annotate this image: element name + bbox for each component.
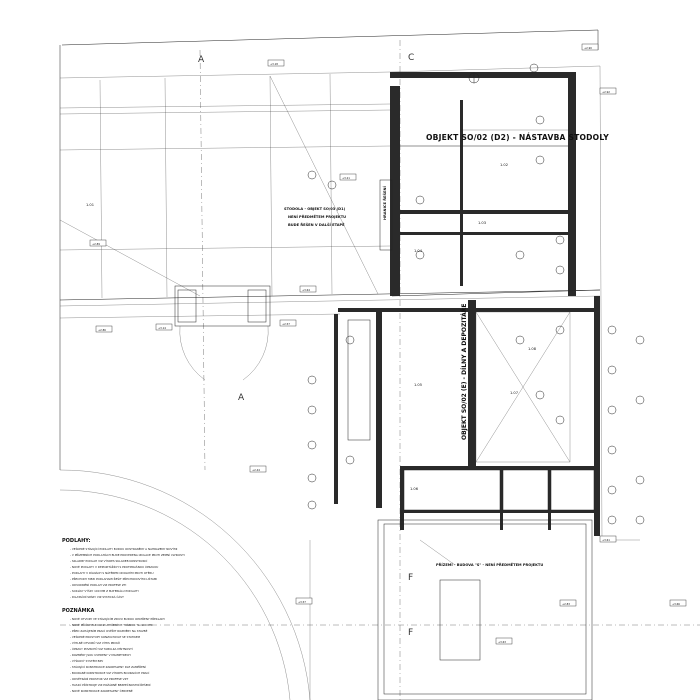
object-so03-line2: NENÍ PŘEDMĚTEM PROJEKTU xyxy=(288,214,346,219)
grid-label-f: F xyxy=(408,573,413,583)
level-tag: +3.14 xyxy=(155,323,173,331)
object-so03-line3: BUDE ŘEŠEN V DALŠÍ ETAPĚ xyxy=(288,222,345,227)
note-line: - HASICÍ PŘÍSTROJE VIZ POŽÁRNĚ BEZPEČNOS… xyxy=(70,682,151,687)
grid-label-a: A xyxy=(198,55,205,65)
level-tag: +3.57 xyxy=(295,597,313,605)
svg-text:+3.14: +3.14 xyxy=(158,326,166,330)
note-line: - PODLAHY V DÍLNÁCH S NÁTĚREM ODOLNÝM PR… xyxy=(70,570,154,575)
svg-text:+3.63: +3.63 xyxy=(498,640,506,644)
note-line: - NOVÉ KONSTRUKCE ZAKRESLENY ČERVENĚ xyxy=(70,688,133,693)
room-label-1-07: 1.07 xyxy=(510,391,518,395)
level-tag: +3.63 xyxy=(495,637,513,645)
grid-label-f2: F xyxy=(408,628,413,638)
note-line: - PŘECHODY MEZI PODLAHAMI ŘEŠIT PŘECHODO… xyxy=(70,576,157,581)
note-line: - VÝŠKOVÝ SYSTÉM BPV xyxy=(70,658,103,663)
room-label-1-03: 1.03 xyxy=(478,221,486,225)
room-label-1-01: 1.01 xyxy=(86,203,94,207)
note-line: - DILATAČNÍ SPÁRY VIZ STATICKÁ ČÁST xyxy=(70,594,124,599)
notes-remarks-title: POZNÁMKA xyxy=(62,607,94,614)
svg-text:+2.86: +2.86 xyxy=(98,328,106,332)
object-so02-d2-title: OBJEKT SO/02 (D2) - NÁSTAVBA STODOLY xyxy=(426,133,609,142)
object-so02-e-title: OBJEKT SO/02 (E) - DÍLNY A DEPOZITÁŘE xyxy=(460,303,468,440)
level-tag: +3.18 xyxy=(267,59,285,67)
note-line: - ODVĚTRÁNÍ PROSTOR VIZ PROFESE VZT xyxy=(70,676,129,681)
room-label-1-04: 1.04 xyxy=(414,249,423,253)
note-line: - PŘED ZAHÁJENÍM PRACÍ OVĚŘIT ROZMĚRY NA… xyxy=(70,628,148,633)
level-tag: +2.90 xyxy=(581,43,599,51)
level-tag: +3.61 xyxy=(599,535,617,543)
note-line: - SOKLÍKY VÝŠKY 100 MM Z MATERIÁLU PODLA… xyxy=(70,588,139,593)
note-line: - V PŘÍZEMNÍCH PODLAHÁCH BUDE PROVEDENA … xyxy=(70,552,185,557)
svg-text:+3.57: +3.57 xyxy=(298,600,306,604)
room-numbers: 1.01 1.02 1.03 1.04 1.05 1.06 1.07 1.08 xyxy=(86,163,537,491)
svg-text:+3.64: +3.64 xyxy=(302,288,310,292)
grid-label-a2: A xyxy=(238,393,245,403)
svg-text:+3.61: +3.61 xyxy=(602,538,610,542)
level-tag: +2.92 xyxy=(599,87,617,95)
note-line: - NOVÉ OTVORY VE STÁVAJÍCÍM ZDIVU BUDOU … xyxy=(70,616,165,621)
building-so02-e xyxy=(334,296,600,700)
svg-text:+2.83: +2.83 xyxy=(562,602,570,606)
svg-text:+3.66: +3.66 xyxy=(672,602,680,606)
note-line: - VEŠKERÉ PROSTUPY KONZULTOVAT SE STATIK… xyxy=(70,634,141,639)
grid-axes: A C A F F xyxy=(60,40,700,700)
room-label-1-05: 1.05 xyxy=(414,383,422,387)
note-line: - STÁVAJÍCÍ KONSTRUKCE ZAKRESLENY DLE ZA… xyxy=(70,664,146,669)
svg-text:+2.44: +2.44 xyxy=(252,468,260,472)
level-tag: +2.83 xyxy=(559,599,577,607)
section-arrow xyxy=(468,63,539,84)
object-so03-line1: STODOLA - OBJEKT SO/03 (D1) xyxy=(284,207,346,211)
room-label-1-02: 1.02 xyxy=(500,163,508,167)
svg-text:+2.57: +2.57 xyxy=(282,322,290,326)
note-line: - VEŠKERÉ STÁVAJÍCÍ PODLAHY BUDOU ODSTRA… xyxy=(70,546,177,551)
note-line: - VÝPLNĚ OTVORŮ VIZ VÝPIS PRVKŮ xyxy=(70,640,120,645)
level-tag: +3.21 xyxy=(339,173,357,181)
svg-text:+3.18: +3.18 xyxy=(270,62,278,66)
building-so02-d2 xyxy=(379,72,601,297)
notes-block: PODLAHY: - VEŠKERÉ STÁVAJÍCÍ PODLAHY BUD… xyxy=(62,538,185,693)
note-line: - NOVÉ PODLAHY V DEPOZITÁŘÍCH S PROTIPRA… xyxy=(70,564,158,569)
level-tags: +2.90 +3.18 +2.92 +2.89 +2.86 +3.14 +2.5… xyxy=(89,43,687,645)
level-tag: +3.64 xyxy=(299,285,317,293)
detail-markers xyxy=(307,115,645,525)
notes-floors-title: PODLAHY: xyxy=(62,538,91,544)
svg-text:+2.90: +2.90 xyxy=(584,46,592,50)
level-tag: +3.66 xyxy=(669,599,687,607)
room-label-1-08: 1.08 xyxy=(528,347,537,351)
note-line: - NOVÉ PŘÍČKY BUDOU Z LEHČENÝCH TVÁRNIC … xyxy=(70,622,153,627)
level-tag: +2.86 xyxy=(95,325,113,333)
note-line: - SKLADBY PODLAH VIZ VÝKRES SKLADEB KONS… xyxy=(70,558,147,563)
level-tag: +2.89 xyxy=(89,239,107,247)
note-line: - ROZMĚRY JSOU UVEDENY V MILIMETRECH xyxy=(70,652,131,657)
svg-text:+2.89: +2.89 xyxy=(92,242,100,246)
barn-so03 xyxy=(59,73,391,700)
level-tag: +2.44 xyxy=(249,465,267,473)
object-titles: OBJEKT SO/02 (D2) - NÁSTAVBA STODOLY STO… xyxy=(284,133,609,567)
room-label-1-06: 1.06 xyxy=(410,487,419,491)
level-tag: +2.57 xyxy=(279,319,297,327)
note-line: - BOURANÉ KONSTRUKCE VIZ VÝKRES BOURACÍC… xyxy=(70,670,149,675)
boundary-label: HRANICE ŘEŠENÍ xyxy=(382,185,387,220)
svg-text:+3.21: +3.21 xyxy=(342,176,350,180)
note-line: - ODVODNĚNÍ PODLAH VIZ PROFESE ZTI xyxy=(70,582,126,587)
grid-label-c: C xyxy=(408,53,414,63)
building-s-label: PŘÍZEMÍ - BUDOVA "S" - NENÍ PŘEDMĚTEM PR… xyxy=(436,562,543,567)
note-line: - ÚPRAVY POVRCHŮ VIZ TABULKA MÍSTNOSTÍ xyxy=(70,646,133,651)
svg-text:+2.92: +2.92 xyxy=(602,90,610,94)
